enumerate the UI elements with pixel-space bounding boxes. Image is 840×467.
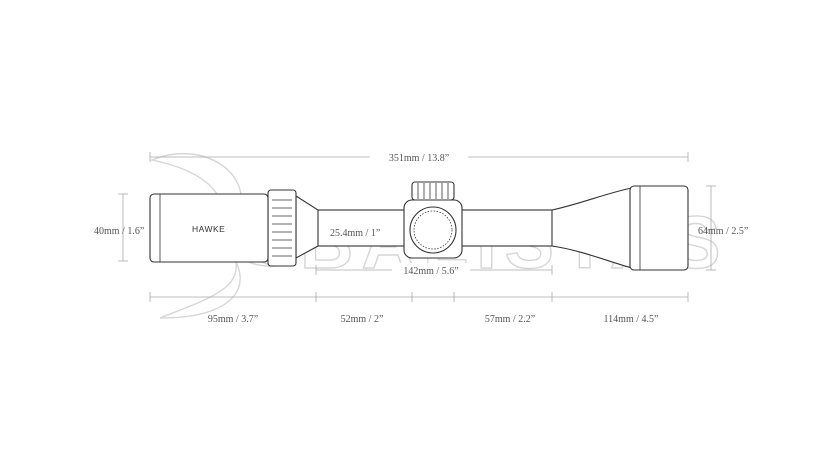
elevation-turret — [411, 181, 455, 201]
eyepiece-end — [629, 185, 689, 271]
segment-1-label: 95mm / 3.7” — [208, 314, 258, 325]
eyepiece-diameter-label: 64mm / 2.5” — [698, 226, 748, 237]
windage-turret — [409, 206, 457, 254]
ocular-body — [149, 193, 269, 263]
segment-3-label: 57mm / 2.2” — [485, 314, 535, 325]
objective-diameter-dimension: 40mm / 1.6” — [94, 193, 144, 262]
elevation-turret-knurling — [417, 183, 449, 199]
power-ring-grips — [272, 199, 292, 257]
eyepiece-diameter-dimension: 64mm / 2.5” — [698, 185, 748, 271]
watermark-logo-swoosh-lower — [159, 261, 241, 319]
segment-4-label: 114mm / 4.5” — [604, 314, 659, 325]
segment-dimensions: 95mm / 3.7” 52mm / 2” 57mm / 2.2” 114mm … — [149, 292, 689, 325]
mounting-length-dimension: 142mm / 5.6” — [315, 263, 553, 277]
total-length-label: 351mm / 13.8” — [389, 153, 449, 164]
brand-logo: HAWKE — [192, 224, 225, 234]
objective-diameter-label: 40mm / 1.6” — [94, 226, 144, 237]
mounting-length-label: 142mm / 5.6” — [403, 266, 458, 277]
segment-2-label: 52mm / 2” — [341, 314, 384, 325]
tube-diameter-label: 25.4mm / 1” — [330, 228, 380, 239]
scope-drawing: HAWKE 25.4mm / 1” — [149, 181, 689, 271]
power-ring — [267, 189, 297, 267]
total-length-dimension: 351mm / 13.8” — [149, 150, 689, 164]
